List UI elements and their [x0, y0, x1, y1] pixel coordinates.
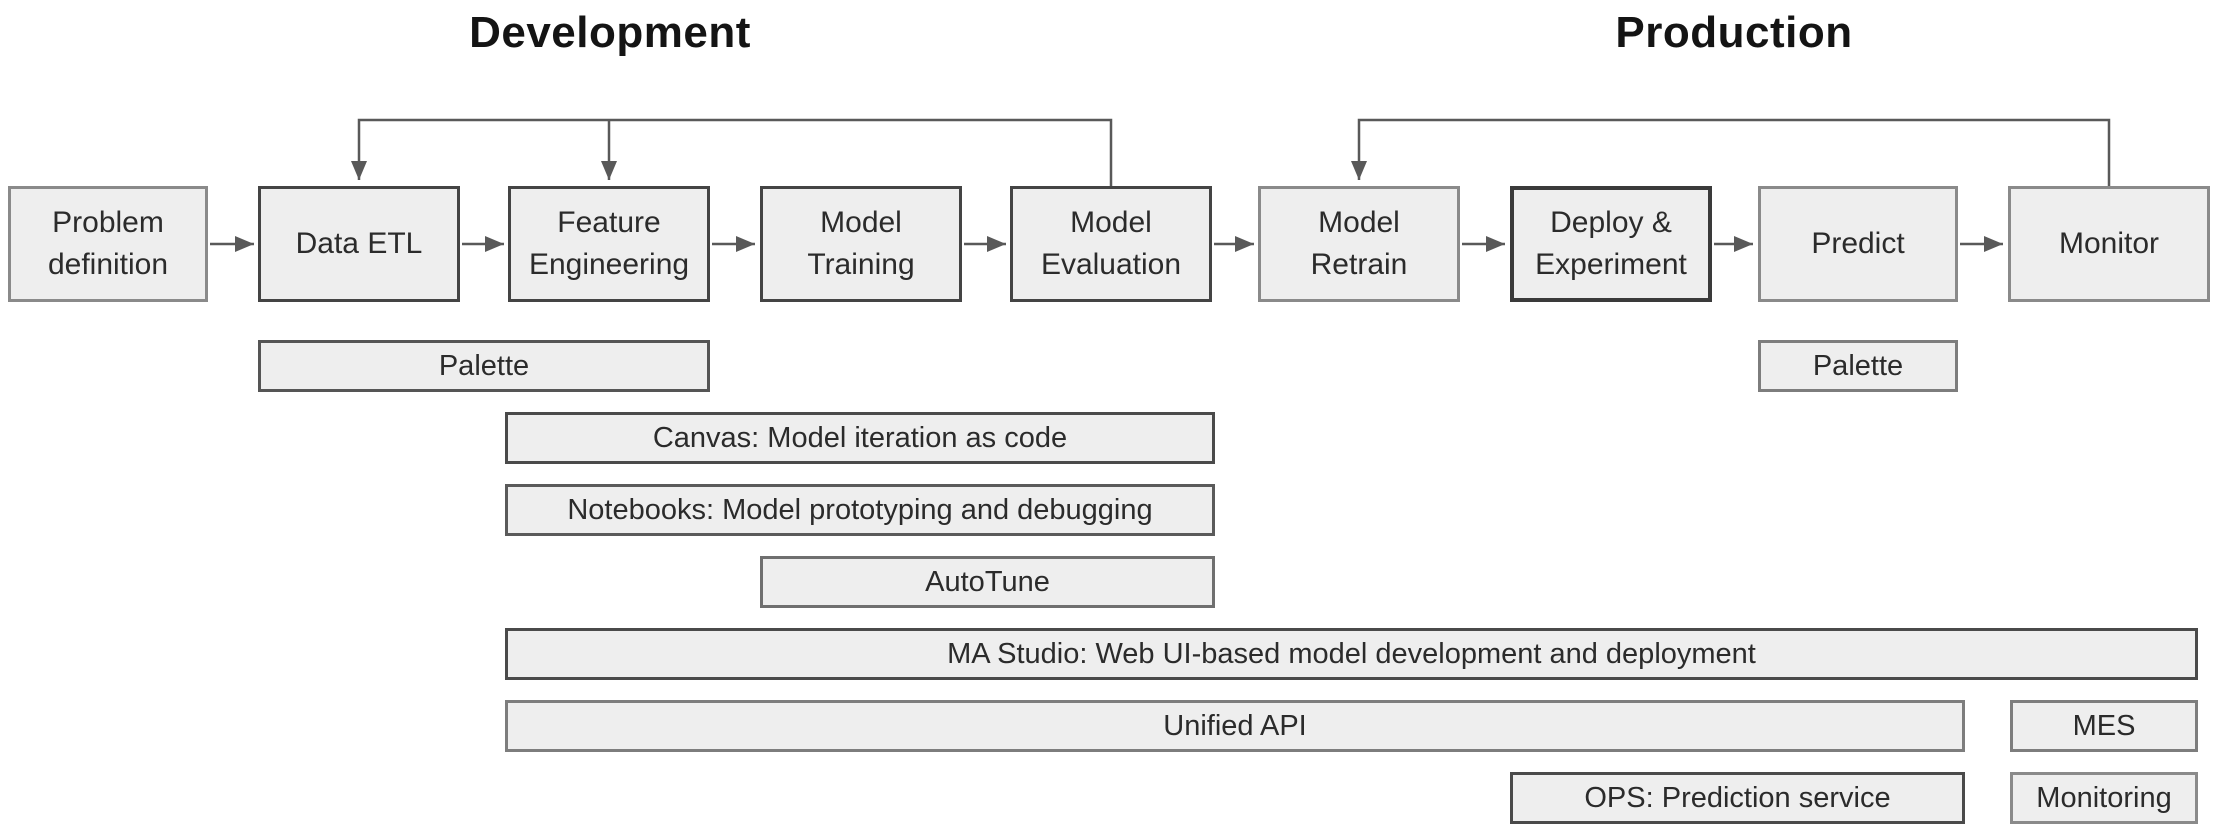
feedback-evaluation-to-etl [351, 118, 1113, 186]
tool-bar-canvas: Canvas: Model iteration as code [505, 412, 1215, 464]
tool-bar-ma-studio: MA Studio: Web UI-based model developmen… [505, 628, 2198, 680]
flow-box-monitor: Monitor [2008, 186, 2210, 302]
tool-bar-palette-prod: Palette [1758, 340, 1958, 392]
flow-box-label: Problem definition [47, 206, 169, 281]
tool-bar-label: MES [2072, 709, 2136, 742]
flow-box-label: Monitor [2058, 227, 2160, 260]
flow-box-label: Feature Engineering [528, 206, 690, 281]
tool-bar-unified-api: Unified API [505, 700, 1965, 752]
tool-bar-label: Unified API [1163, 709, 1307, 742]
flow-box-model-evaluation: Model Evaluation [1010, 186, 1212, 302]
flow-box-problem-definition: Problem definition [8, 186, 208, 302]
tool-bar-label: OPS: Prediction service [1584, 781, 1891, 814]
tool-bar-monitoring: Monitoring [2010, 772, 2198, 824]
flow-box-feature-engineering: Feature Engineering [508, 186, 710, 302]
flow-box-label: Data ETL [295, 227, 423, 260]
tool-bar-palette-dev: Palette [258, 340, 710, 392]
flow-box-label: Predict [1811, 227, 1905, 260]
tool-bar-notebooks: Notebooks: Model prototyping and debuggi… [505, 484, 1215, 536]
feedback-monitor-to-retrain [1351, 118, 2111, 186]
flow-box-data-etl: Data ETL [258, 186, 460, 302]
flow-box-label: Model Training [807, 206, 915, 281]
tool-bar-label: Monitoring [2036, 781, 2172, 814]
section-title-production: Production [1615, 8, 1853, 57]
tool-bar-label: Notebooks: Model prototyping and debuggi… [567, 493, 1153, 526]
tool-bar-label: AutoTune [925, 565, 1050, 598]
flow-box-predict: Predict [1758, 186, 1958, 302]
flow-box-model-retrain: Model Retrain [1258, 186, 1460, 302]
tool-bar-label: Canvas: Model iteration as code [652, 421, 1068, 454]
tool-bar-mes: MES [2010, 700, 2198, 752]
tool-bar-label: Palette [438, 349, 530, 382]
tool-bar-label: Palette [1812, 349, 1904, 382]
flow-box-label: Model Evaluation [1040, 206, 1182, 281]
flow-box-label: Deploy & Experiment [1535, 206, 1687, 281]
section-title-development: Development [469, 8, 751, 57]
flow-box-label: Model Retrain [1310, 206, 1408, 281]
tool-bar-label: MA Studio: Web UI-based model developmen… [947, 637, 1756, 670]
tool-bar-autotune: AutoTune [760, 556, 1215, 608]
flow-box-deploy-experiment: Deploy & Experiment [1510, 186, 1712, 302]
tool-bar-ops: OPS: Prediction service [1510, 772, 1965, 824]
flow-box-model-training: Model Training [760, 186, 962, 302]
